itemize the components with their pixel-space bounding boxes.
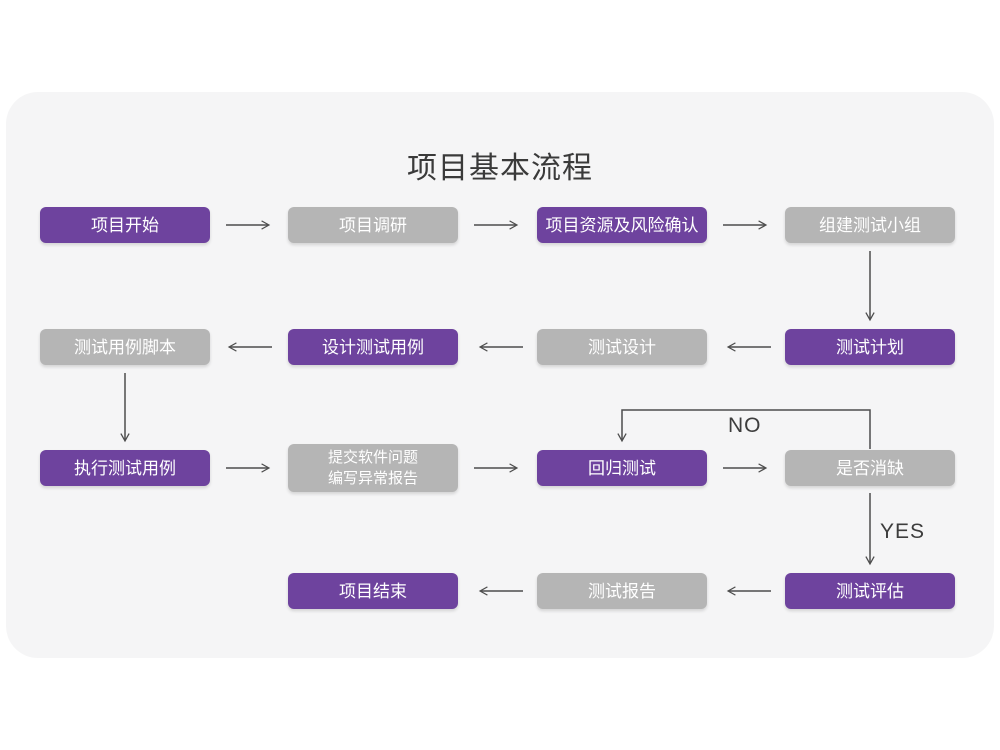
node-defect-cleared: 是否消缺: [785, 450, 955, 486]
node-label: 测试评估: [836, 581, 904, 601]
node-test-case-script: 测试用例脚本: [40, 329, 210, 365]
node-label: 测试设计: [588, 337, 656, 357]
node-label: 测试计划: [836, 337, 904, 357]
node-submit-issue-report: 提交软件问题 编写异常报告: [288, 444, 458, 492]
node-label: 测试报告: [588, 581, 656, 601]
node-design-test-cases: 设计测试用例: [288, 329, 458, 365]
node-test-report: 测试报告: [537, 573, 707, 609]
node-label-line2: 编写异常报告: [327, 470, 418, 487]
node-project-research: 项目调研: [288, 207, 458, 243]
node-project-start: 项目开始: [40, 207, 210, 243]
node-project-end: 项目结束: [288, 573, 458, 609]
node-execute-test-cases: 执行测试用例: [40, 450, 210, 486]
node-label: 回归测试: [588, 458, 656, 478]
node-label-line1: 提交软件问题: [327, 449, 418, 466]
edge-label-no: NO: [728, 414, 762, 437]
node-test-evaluation: 测试评估: [785, 573, 955, 609]
node-label: 执行测试用例: [74, 458, 176, 478]
node-label: 是否消缺: [836, 458, 904, 478]
node-label: 项目调研: [339, 215, 407, 235]
node-regression-test: 回归测试: [537, 450, 707, 486]
node-label: 项目开始: [91, 215, 159, 235]
edge-label-yes: YES: [880, 520, 926, 543]
flowchart-card: [6, 92, 994, 658]
node-resource-risk-confirm: 项目资源及风险确认: [537, 207, 707, 243]
node-test-design: 测试设计: [537, 329, 707, 365]
node-test-plan: 测试计划: [785, 329, 955, 365]
node-label: 项目资源及风险确认: [545, 215, 699, 235]
node-label: 设计测试用例: [322, 337, 424, 357]
node-label: 组建测试小组: [819, 215, 921, 235]
node-build-test-team: 组建测试小组: [785, 207, 955, 243]
node-label: 测试用例脚本: [74, 337, 176, 357]
node-label: 项目结束: [339, 581, 407, 601]
page-title: 项目基本流程: [407, 152, 593, 185]
